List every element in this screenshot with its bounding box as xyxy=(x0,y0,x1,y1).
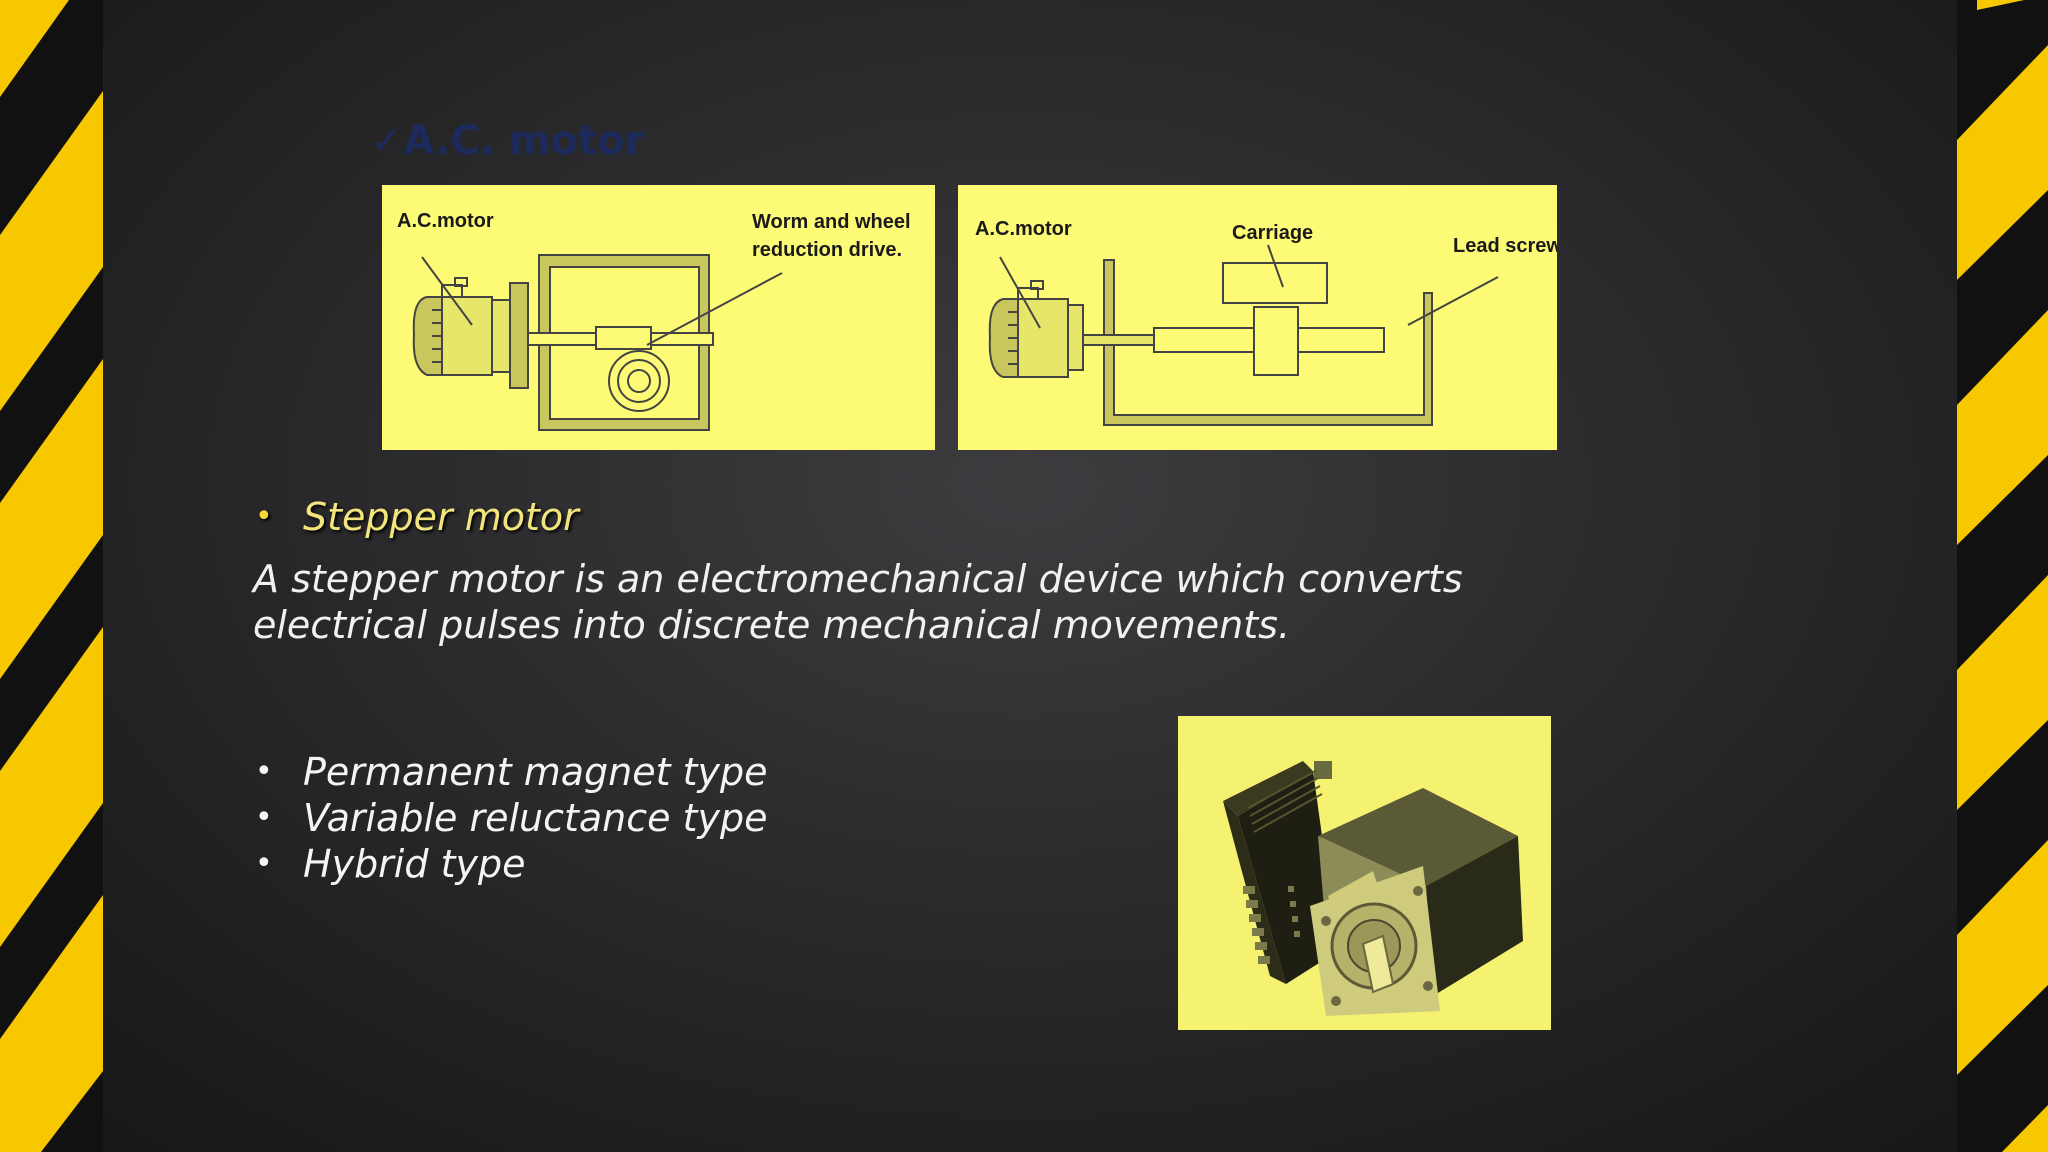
stepper-motor-photo xyxy=(1178,716,1551,1030)
hazard-stripe-left xyxy=(0,0,103,1152)
label-ac-motor-2: A.C.motor xyxy=(975,218,1072,240)
stepper-motor-label: Stepper motor xyxy=(303,495,579,539)
type-label: Hybrid type xyxy=(303,842,526,886)
stepper-description: A stepper motor is an electromechanical … xyxy=(253,556,1513,648)
bullet-dot: • xyxy=(255,846,273,881)
type-label: Variable reluctance type xyxy=(303,796,768,840)
label-reduction-drive: reduction drive. xyxy=(752,239,903,261)
type-label: Permanent magnet type xyxy=(303,750,768,794)
slide-heading: ✓A.C. motor xyxy=(370,118,645,164)
label-worm-wheel: Worm and wheel xyxy=(752,211,911,233)
worm-drive-drawing xyxy=(412,254,783,431)
description-line-1: A stepper motor is an electromechanical … xyxy=(253,557,1463,601)
label-lead-screw: Lead screw xyxy=(1453,235,1557,257)
lead-screw-drawing xyxy=(988,244,1499,426)
bullet-dot: • xyxy=(255,754,273,789)
stepper-motor-and-driver-drawing xyxy=(1223,761,1523,1016)
ac-motor-worm-drive-diagram: A.C.motor Worm and wheel reduction drive… xyxy=(382,185,935,450)
label-ac-motor: A.C.motor xyxy=(397,210,494,232)
ac-motor-lead-screw-diagram: A.C.motor Carriage Lead screw xyxy=(958,185,1557,450)
label-carriage: Carriage xyxy=(1232,222,1314,244)
hazard-stripe-right xyxy=(1957,0,2048,1152)
bullet-dot: • xyxy=(255,499,273,534)
bullet-dot: • xyxy=(255,800,273,835)
description-line-2: electrical pulses into discrete mechanic… xyxy=(253,603,1291,647)
